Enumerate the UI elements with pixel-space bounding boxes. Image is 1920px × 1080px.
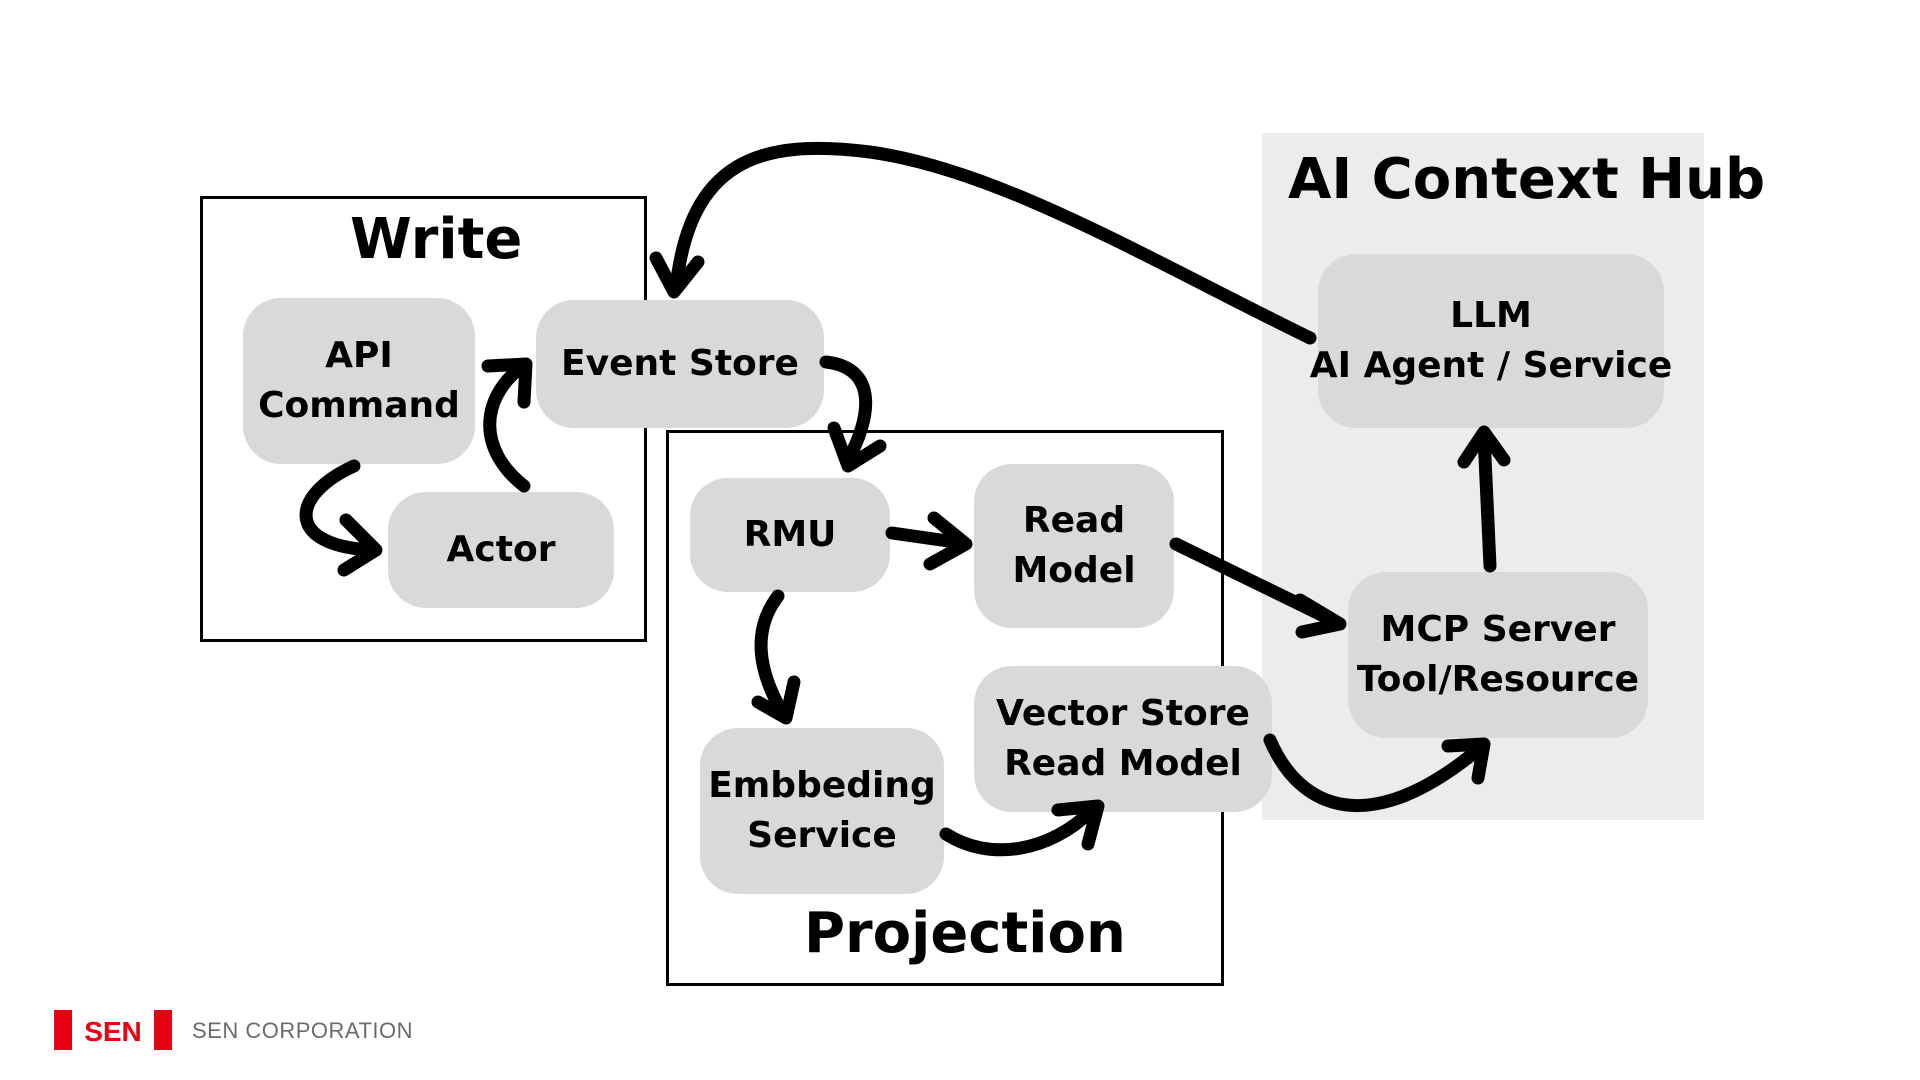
arrow-actor-to-event-store [481, 357, 533, 493]
node-line: Actor [446, 529, 556, 571]
node-line: Service [747, 815, 897, 856]
arrow-embedding-to-vector-store [939, 799, 1105, 857]
actor-node: Actor [388, 492, 614, 608]
api-command-node: API Command [243, 298, 475, 464]
llm-agent-node: LLM AI Agent / Service [1310, 254, 1672, 428]
node-line: Tool/Resource [1356, 659, 1640, 700]
node-line: Event Store [561, 343, 799, 385]
sen-logo: SEN [54, 1010, 172, 1050]
embedding-service-node: Embbeding Service [700, 728, 944, 894]
arrow-rmu-to-read-model [885, 511, 973, 571]
rmu-node: RMU [690, 478, 890, 592]
vector-store-read-model-node: Vector Store Read Model [974, 666, 1272, 812]
node-line: Read [1022, 500, 1126, 542]
logo-right-block [154, 1010, 172, 1050]
node-line: Read Model [1004, 743, 1242, 784]
logo-left-block [54, 1010, 72, 1050]
logo-text: SEN [84, 1016, 142, 1047]
node-line: Model [1012, 550, 1136, 591]
node-line: Command [258, 385, 460, 426]
arrow-llm-to-event-store [649, 141, 1317, 345]
projection-title: Projection [804, 901, 1126, 966]
node-line: LLM [1450, 295, 1532, 337]
mcp-server-node: MCP Server Tool/Resource [1348, 572, 1648, 738]
arrow-rmu-to-embedding [751, 589, 801, 725]
arrow-vector-store-to-mcp [1263, 733, 1491, 813]
arrow-event-store-to-rmu [819, 355, 887, 473]
read-model-node: Read Model [974, 464, 1174, 628]
company-name: SEN CORPORATION [192, 1018, 414, 1043]
arrow-api-command-to-actor [299, 459, 383, 577]
node-line: MCP Server [1380, 609, 1616, 651]
event-store-node: Event Store [536, 300, 824, 428]
node-line: Vector Store [996, 693, 1250, 735]
arrow-read-model-to-mcp [1169, 537, 1347, 639]
node-line: Embbeding [708, 765, 936, 807]
node-line: AI Agent / Service [1309, 345, 1673, 386]
node-line: RMU [743, 514, 837, 556]
write-title: Write [350, 207, 523, 272]
arrow-mcp-to-llm [1457, 425, 1511, 573]
node-line: API [325, 335, 393, 377]
ai-context-hub-title: AI Context Hub [1288, 147, 1766, 212]
